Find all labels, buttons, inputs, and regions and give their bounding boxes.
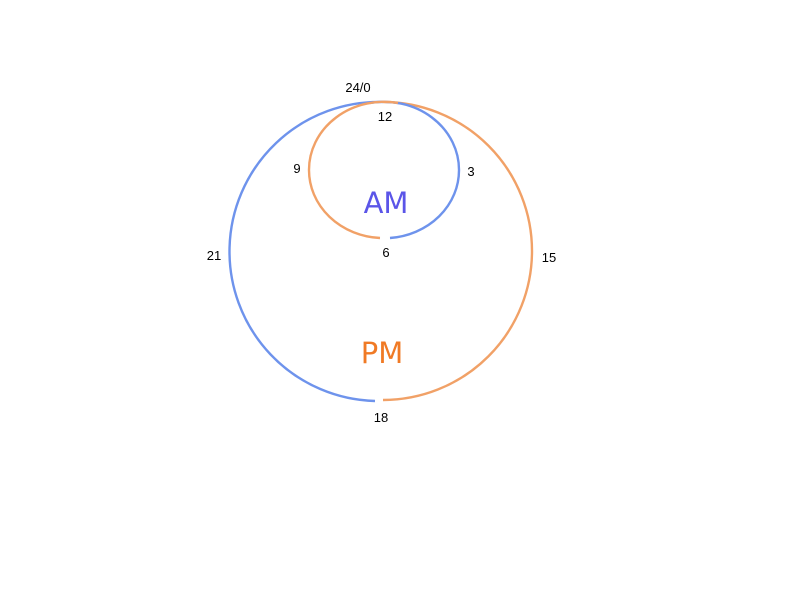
am-label: AM [364, 186, 409, 220]
label-3: 3 [467, 164, 474, 179]
label-21: 21 [207, 248, 221, 263]
label-18: 18 [374, 410, 388, 425]
inner-arc-orange [307, 100, 399, 240]
label-12: 12 [378, 109, 392, 124]
label-9: 9 [293, 161, 300, 176]
label-24-0: 24/0 [345, 80, 370, 95]
label-15: 15 [542, 250, 556, 265]
outer-arc-blue [228, 100, 384, 403]
label-6: 6 [382, 245, 389, 260]
inner-arc-blue [369, 100, 461, 240]
pm-label: PM [361, 336, 404, 370]
outer-arc-orange [382, 100, 534, 402]
